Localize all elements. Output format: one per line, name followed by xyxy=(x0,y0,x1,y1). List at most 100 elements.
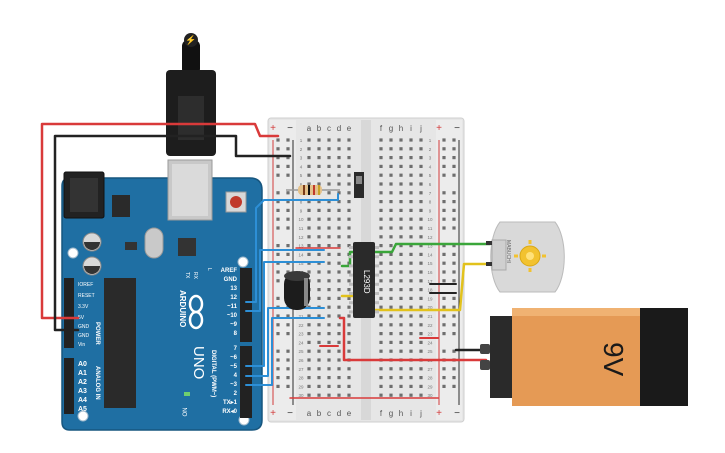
svg-text:4: 4 xyxy=(429,164,432,169)
led-l-label: L xyxy=(206,268,212,271)
svg-text:20: 20 xyxy=(427,305,433,310)
pin-tx1: TX▸1 xyxy=(223,400,238,406)
pin-a4: A4 xyxy=(78,397,87,404)
pin-9: ~9 xyxy=(230,322,238,328)
svg-text:14: 14 xyxy=(298,252,304,257)
col-f-bottom: f xyxy=(380,409,383,418)
svg-text:16: 16 xyxy=(427,270,433,275)
wire-battery-red xyxy=(338,316,488,362)
svg-text:3: 3 xyxy=(429,156,432,161)
pin-3: ~3 xyxy=(230,382,238,388)
svg-text:11: 11 xyxy=(299,226,304,231)
breadboard-row-numbers: 1122334455667788991010111112121313141415… xyxy=(298,138,433,398)
wire-gnd xyxy=(53,134,292,332)
battery-9v[interactable]: 9V xyxy=(480,308,688,406)
svg-text:8: 8 xyxy=(300,200,303,205)
rail-plus-top-left: + xyxy=(270,123,276,134)
rail-minus-bottom-left: − xyxy=(287,408,293,419)
col-b-bottom: b xyxy=(317,409,322,418)
svg-text:30: 30 xyxy=(298,393,304,398)
wire-blue-3 xyxy=(245,261,325,367)
svg-text:2: 2 xyxy=(300,147,303,152)
digital-label: DIGITAL (PWM~) xyxy=(210,350,216,397)
svg-text:10: 10 xyxy=(298,217,304,222)
col-c-bottom: c xyxy=(327,409,331,418)
breadboard-holes xyxy=(276,138,456,397)
pin-a5: A5 xyxy=(78,406,87,413)
col-h-bottom: h xyxy=(399,409,403,418)
rail-plus-bottom-left: + xyxy=(270,408,276,419)
svg-text:27: 27 xyxy=(427,367,433,372)
l293d-label: L293D xyxy=(362,270,371,294)
col-e-top: e xyxy=(347,124,352,133)
svg-text:6: 6 xyxy=(300,182,303,187)
col-a-top: a xyxy=(307,124,312,133)
motor-brand: MABUCHI xyxy=(505,240,511,263)
arduino-uno-board[interactable]: ON IOREF RESET 3.3V 5V GND GND Vin POWER… xyxy=(61,159,263,431)
col-g-top: g xyxy=(389,124,393,133)
pin-a1: A1 xyxy=(78,370,87,377)
rail-minus-top-left: − xyxy=(287,123,293,134)
svg-text:21: 21 xyxy=(298,314,304,319)
svg-text:24: 24 xyxy=(298,340,304,345)
pin-a2: A2 xyxy=(78,379,87,386)
svg-text:13: 13 xyxy=(427,244,433,249)
l293d-chip[interactable]: L293D xyxy=(349,242,379,318)
dc-motor[interactable]: MABUCHI xyxy=(486,221,565,293)
col-d-top: d xyxy=(337,124,341,133)
svg-text:7: 7 xyxy=(429,191,432,196)
atmega-chip xyxy=(104,278,136,408)
col-f-top: f xyxy=(380,124,383,133)
pin-11: ~11 xyxy=(227,304,238,310)
svg-text:5: 5 xyxy=(429,173,432,178)
pin-gnd-d: GND xyxy=(224,277,238,283)
col-a-bottom: a xyxy=(307,409,312,418)
arduino-model-text: UNO xyxy=(190,346,207,379)
pin-ioref: IOREF xyxy=(78,282,93,288)
rail-plus-top-right: + xyxy=(436,123,442,134)
col-g-bottom: g xyxy=(389,409,393,418)
pin-13: 13 xyxy=(230,286,237,292)
col-e-bottom: e xyxy=(347,409,352,418)
resistor[interactable] xyxy=(286,185,340,195)
pin-10: ~10 xyxy=(227,313,238,319)
rail-plus-bottom-right: + xyxy=(436,408,442,419)
capacitor[interactable] xyxy=(284,271,310,310)
svg-text:30: 30 xyxy=(427,393,433,398)
led-tx-label: TX xyxy=(184,272,190,279)
svg-text:6: 6 xyxy=(429,182,432,187)
rail-minus-bottom-right: − xyxy=(454,408,460,419)
pin-8: 8 xyxy=(234,331,238,337)
arduino-brand-text: ARDUINO xyxy=(178,290,187,327)
wire-blue-1 xyxy=(245,193,339,303)
pin-gnd-2: GND xyxy=(78,333,90,339)
analog-label: ANALOG IN xyxy=(94,366,100,400)
svg-text:28: 28 xyxy=(427,376,433,381)
svg-text:⚡: ⚡ xyxy=(185,34,196,46)
svg-text:3: 3 xyxy=(300,156,303,161)
on-label: ON xyxy=(183,408,189,417)
power-label: POWER xyxy=(94,322,100,345)
svg-text:1: 1 xyxy=(300,138,303,143)
svg-text:23: 23 xyxy=(427,332,433,337)
pin-5v: 5V xyxy=(78,315,85,321)
pin-3v3: 3.3V xyxy=(78,304,89,310)
svg-text:22: 22 xyxy=(298,323,304,328)
pin-rx0: RX◂0 xyxy=(222,409,237,415)
svg-text:12: 12 xyxy=(298,235,304,240)
wire-5v xyxy=(40,122,280,320)
col-c-top: c xyxy=(327,124,331,133)
pin-gnd-1: GND xyxy=(78,324,90,330)
svg-text:5: 5 xyxy=(300,173,303,178)
svg-text:17: 17 xyxy=(427,279,433,284)
pin-reset: RESET xyxy=(78,293,95,299)
slide-switch[interactable] xyxy=(354,172,364,198)
col-d-bottom: d xyxy=(337,409,341,418)
svg-text:9: 9 xyxy=(429,208,432,213)
pin-aref: AREF xyxy=(221,268,238,274)
col-j-top: j xyxy=(419,124,422,133)
col-i-top: i xyxy=(410,124,412,133)
col-b-top: b xyxy=(317,124,322,133)
pin-a0: A0 xyxy=(78,361,87,368)
svg-text:9: 9 xyxy=(300,208,303,213)
